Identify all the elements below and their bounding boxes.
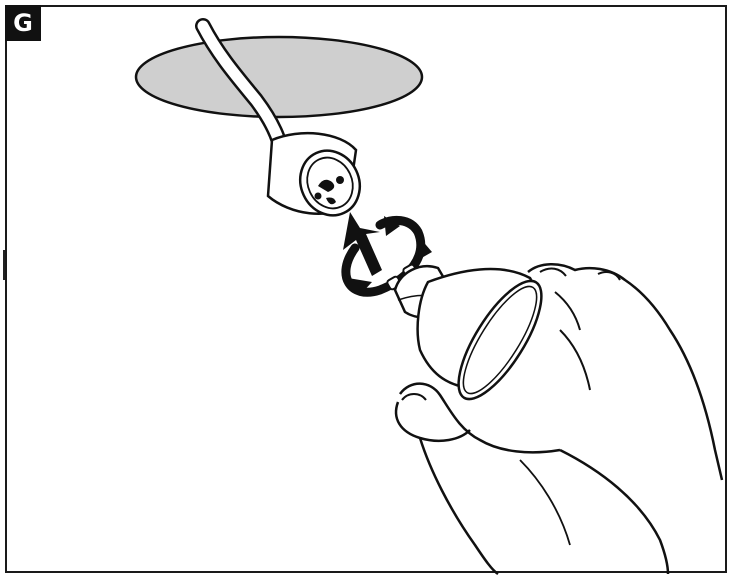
- step-label: G: [5, 5, 41, 41]
- ceiling-disc-icon: [136, 37, 422, 117]
- bulb-icon: [386, 264, 556, 411]
- lamp-socket-icon: [268, 133, 370, 225]
